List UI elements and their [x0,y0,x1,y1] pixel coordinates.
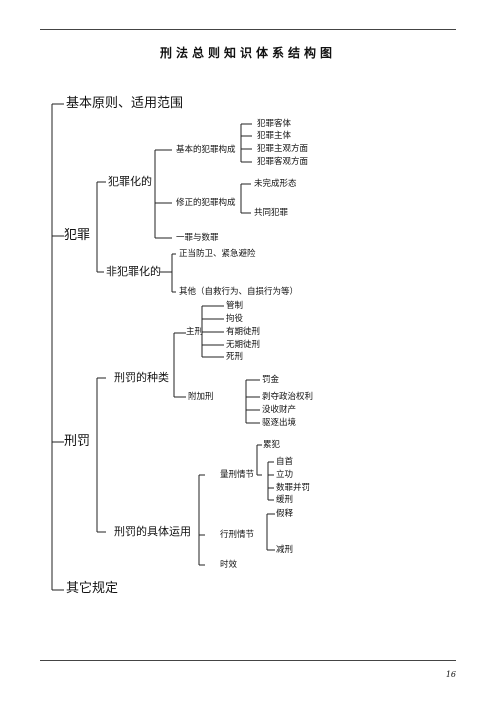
node-penalty: 刑罚 [64,434,91,449]
top-rule [40,29,456,30]
sentencing-item: 缓刑 [276,495,294,505]
node-supplementary-penalty: 附加刑 [188,392,214,402]
sentencing-item: 数罪并罚 [276,483,311,493]
bc-item: 犯罪客观方面 [257,157,309,167]
supp-item: 驱逐出境 [262,418,297,428]
node-non-criminalization: 非犯罪化的 [106,265,161,278]
principal-item: 无期徒刑 [226,340,261,350]
principal-item: 管制 [226,301,244,311]
node-basic-constitution: 基本的犯罪构成 [176,145,236,155]
bc-item: 犯罪主观方面 [257,144,309,154]
page-title: 刑法总则知识体系结构图 [159,46,336,60]
node-sentencing-circumstances: 量刑情节 [220,470,255,480]
bc-item: 犯罪客体 [257,119,292,129]
node-statute-of-limitations: 时效 [220,560,238,570]
nc-item: 正当防卫、紧急避险 [179,249,256,259]
execution-parole: 假释 [276,509,294,519]
execution-commutation: 减刑 [276,545,294,555]
node-one-vs-many-crimes: 一罪与数罪 [176,233,219,243]
mc-item: 未完成形态 [254,179,297,189]
node-modified-constitution: 修正的犯罪构成 [176,198,236,208]
bc-item: 犯罪主体 [257,131,292,141]
node-crime: 犯罪 [64,228,91,243]
node-execution-circumstances: 行刑情节 [220,530,255,540]
sentencing-item: 立功 [276,470,294,480]
supp-item: 没收财产 [262,405,297,415]
bottom-rule [40,660,456,661]
node-criminalization: 犯罪化的 [108,175,152,188]
nc-item: 其他（自救行为、自损行为等） [179,287,299,297]
supp-item: 剥夺政治权利 [262,392,314,402]
page-number: 16 [445,670,456,679]
sentencing-item: 自首 [276,457,294,467]
principal-item: 拘役 [226,314,244,324]
supp-item: 罚金 [262,375,280,385]
principal-item: 有期徒刑 [226,327,261,337]
node-penalty-types: 刑罚的种类 [114,371,169,384]
node-basic-principles: 基本原则、适用范围 [66,96,184,111]
principal-item: 死刑 [226,352,244,362]
node-principal-penalty: 主刑 [186,327,204,337]
node-penalty-application: 刑罚的具体运用 [114,525,191,538]
node-other-provisions: 其它规定 [66,581,119,596]
mc-item: 共同犯罪 [254,208,289,218]
sentencing-recidivism: 累犯 [263,440,281,450]
